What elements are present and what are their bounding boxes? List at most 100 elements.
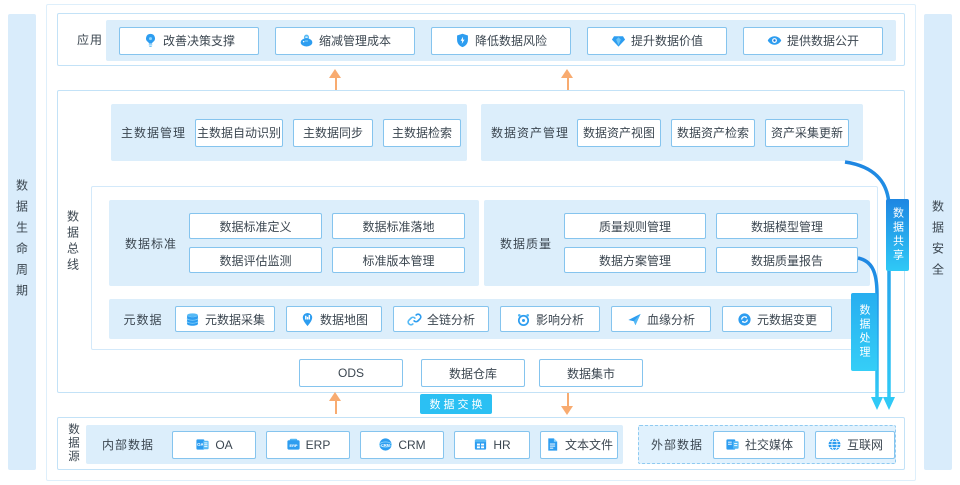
lineage-icon bbox=[627, 312, 642, 327]
data-standard-item: 标准版本管理 bbox=[332, 247, 465, 273]
security-rail-label: 数据安全 bbox=[930, 200, 945, 284]
master-data-label: 主数据管理 bbox=[121, 126, 187, 140]
data-process-tag-label: 数据处理 bbox=[858, 304, 870, 360]
data-source-label-text: 数据源 bbox=[67, 423, 79, 464]
source-item-label: ERP bbox=[305, 437, 331, 452]
source-item-label: HR bbox=[493, 437, 511, 452]
storage-item-warehouse: 数据仓库 bbox=[421, 359, 525, 387]
app-capability-label: 缩减管理成本 bbox=[318, 34, 391, 48]
data-asset-item: 数据资产检索 bbox=[671, 118, 755, 147]
metadata-item: 元数据采集 bbox=[175, 306, 275, 332]
data-bus-section: 数据总线 主数据管理 主数据自动识别 主数据同步 主数据检索 数据资产管理 数据… bbox=[57, 90, 905, 393]
data-source-section: 数据源 内部数据 OA OA ERP ERP CRM CRM HR 文本文件 bbox=[57, 417, 905, 470]
globe-icon bbox=[827, 437, 842, 452]
data-asset-panel: 数据资产管理 数据资产视图 数据资产检索 资产采集更新 bbox=[481, 104, 863, 161]
security-rail: 数据安全 bbox=[924, 14, 952, 470]
source-item-label: CRM bbox=[398, 437, 426, 452]
metadata-item-label: 全链分析 bbox=[426, 312, 475, 327]
svg-text:CRM: CRM bbox=[381, 443, 390, 447]
piggy-bank-icon bbox=[299, 33, 314, 48]
source-item-label: 社交媒体 bbox=[744, 438, 793, 452]
data-standard-grid: 数据标准定义 数据标准落地 数据评估监测 标准版本管理 bbox=[189, 213, 469, 273]
data-quality-panel: 数据质量 质量规则管理 数据模型管理 数据方案管理 数据质量报告 bbox=[484, 200, 870, 286]
application-layer-section: 应用 改善决策支撑 缩减管理成本 降低数据风险 提升数据价值 提供数据公开 bbox=[57, 13, 905, 66]
storage-item-ods: ODS bbox=[299, 359, 403, 387]
data-quality-grid: 质量规则管理 数据模型管理 数据方案管理 数据质量报告 bbox=[564, 213, 860, 273]
data-asset-item: 资产采集更新 bbox=[765, 118, 849, 147]
data-bus-label-text: 数据总线 bbox=[65, 209, 80, 274]
data-source-label: 数据源 bbox=[62, 418, 84, 469]
metadata-item: 影响分析 bbox=[500, 306, 600, 332]
data-exchange-badge: 数据交换 bbox=[420, 394, 492, 414]
social-media-icon bbox=[725, 437, 740, 452]
metadata-item: 全链分析 bbox=[393, 306, 489, 332]
down-arrow bbox=[561, 393, 574, 415]
application-strip: 改善决策支撑 缩减管理成本 降低数据风险 提升数据价值 提供数据公开 bbox=[106, 20, 896, 61]
data-share-tag-label: 数据共享 bbox=[891, 207, 904, 263]
app-capability-label: 提供数据公开 bbox=[786, 34, 859, 48]
storage-item-mart: 数据集市 bbox=[539, 359, 643, 387]
master-data-panel: 主数据管理 主数据自动识别 主数据同步 主数据检索 bbox=[111, 104, 467, 161]
app-capability-item: 缩减管理成本 bbox=[275, 26, 415, 55]
svg-text:ERP: ERP bbox=[289, 443, 297, 448]
crm-icon: CRM bbox=[378, 437, 393, 452]
lifecycle-rail: 数据生命周期 bbox=[8, 14, 36, 470]
master-data-item: 主数据检索 bbox=[383, 118, 461, 147]
app-capability-item: 提升数据价值 bbox=[587, 26, 727, 55]
hr-icon bbox=[473, 437, 488, 452]
master-data-item: 主数据同步 bbox=[293, 118, 373, 147]
data-standard-item: 数据标准定义 bbox=[189, 213, 322, 239]
shield-icon bbox=[455, 33, 470, 48]
source-item-crm: CRM CRM bbox=[360, 430, 444, 459]
data-standard-item: 数据评估监测 bbox=[189, 247, 322, 273]
metadata-item-label: 血缘分析 bbox=[646, 312, 695, 327]
external-data-panel: 外部数据 社交媒体 互联网 bbox=[638, 425, 896, 464]
internal-data-panel: 内部数据 OA OA ERP ERP CRM CRM HR 文本文件 bbox=[86, 425, 623, 464]
app-capability-label: 降低数据风险 bbox=[474, 34, 547, 48]
metadata-label: 元数据 bbox=[123, 312, 163, 327]
arrow-stem bbox=[566, 393, 569, 407]
database-icon bbox=[185, 312, 200, 327]
data-quality-item: 数据质量报告 bbox=[716, 247, 858, 273]
app-capability-item: 降低数据风险 bbox=[431, 26, 571, 55]
data-quality-item: 质量规则管理 bbox=[564, 213, 706, 239]
metadata-item: 数据地图 bbox=[286, 306, 382, 332]
data-standard-label: 数据标准 bbox=[124, 236, 177, 251]
application-layer-label: 应用 bbox=[76, 33, 103, 47]
metadata-panel: 元数据 元数据采集 数据地图 全链分析 影响分析 bbox=[109, 299, 870, 339]
data-share-tag: 数据共享 bbox=[886, 199, 909, 271]
map-pin-icon bbox=[300, 312, 315, 327]
metadata-item: 元数据变更 bbox=[722, 306, 832, 332]
source-item-textfile: 文本文件 bbox=[540, 430, 618, 459]
text-file-icon bbox=[545, 437, 560, 452]
data-asset-label: 数据资产管理 bbox=[491, 126, 570, 140]
source-item-label: OA bbox=[215, 437, 233, 452]
external-data-label: 外部数据 bbox=[651, 438, 704, 452]
up-arrow bbox=[329, 392, 342, 414]
data-quality-item: 数据方案管理 bbox=[564, 247, 706, 273]
source-item-internet: 互联网 bbox=[815, 430, 895, 459]
arrow-stem bbox=[566, 77, 569, 91]
bulb-icon bbox=[143, 33, 158, 48]
metadata-item-label: 元数据变更 bbox=[756, 312, 817, 327]
internal-data-label: 内部数据 bbox=[101, 438, 154, 452]
chain-link-icon bbox=[407, 312, 422, 327]
arrow-stem bbox=[334, 77, 337, 91]
app-capability-item: 提供数据公开 bbox=[743, 26, 883, 55]
oa-icon: OA bbox=[195, 437, 210, 452]
erp-icon: ERP bbox=[286, 437, 301, 452]
data-quality-item: 数据模型管理 bbox=[716, 213, 858, 239]
data-process-tag: 数据处理 bbox=[851, 293, 877, 371]
metadata-item: 血缘分析 bbox=[611, 306, 711, 332]
main-frame bbox=[46, 4, 916, 481]
app-capability-label: 改善决策支撑 bbox=[162, 34, 235, 48]
up-arrow bbox=[561, 69, 574, 91]
eye-icon bbox=[767, 33, 782, 48]
governance-box: 数据标准 数据标准定义 数据标准落地 数据评估监测 标准版本管理 数据质量 质量… bbox=[91, 186, 878, 350]
metadata-item-label: 数据地图 bbox=[319, 312, 368, 327]
source-item-oa: OA OA bbox=[172, 430, 256, 459]
data-standard-panel: 数据标准 数据标准定义 数据标准落地 数据评估监测 标准版本管理 bbox=[109, 200, 479, 286]
source-item-label: 文本文件 bbox=[564, 438, 613, 452]
app-capability-label: 提升数据价值 bbox=[630, 34, 703, 48]
